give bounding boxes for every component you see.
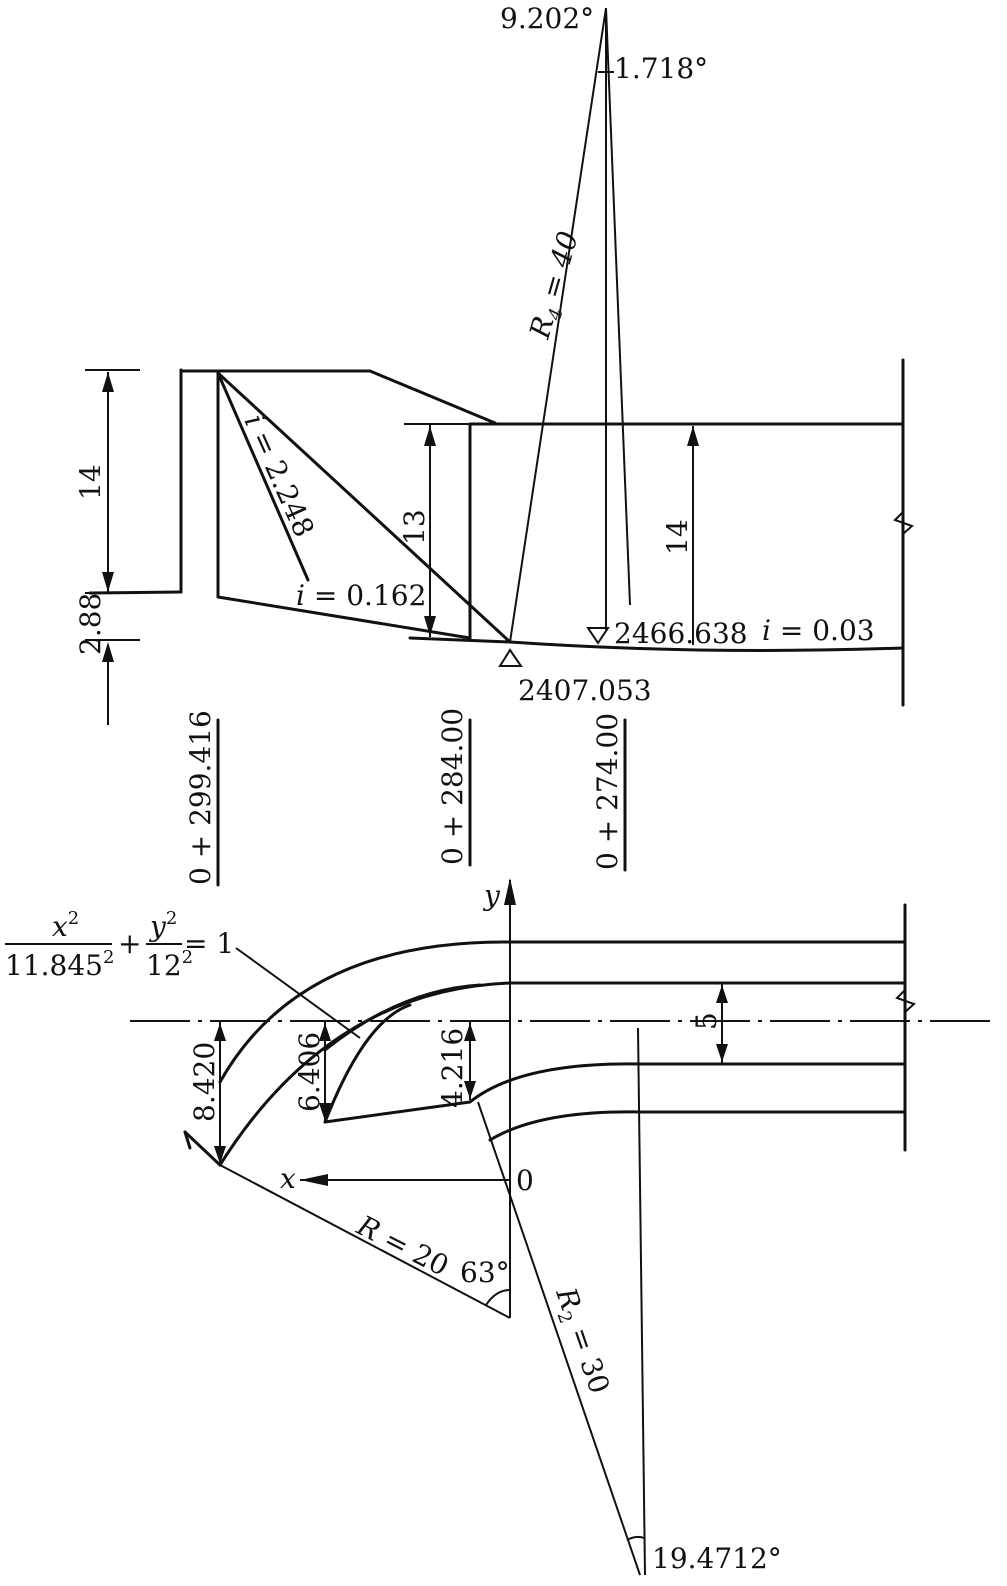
corner-edge (183, 1130, 222, 1167)
slope-line-a (216, 371, 310, 582)
elev-low-label: 2407.053 (518, 674, 652, 707)
angle-top-label: 9.202° (500, 2, 594, 35)
elev-mark-low (498, 648, 523, 667)
dim14-right-label: 14 (661, 519, 694, 555)
transition-slope (368, 369, 497, 425)
dim4216-arrow-bottom (464, 1081, 476, 1099)
dim14-left-arrow-bottom (102, 572, 114, 592)
wall-link (323, 1100, 472, 1124)
angle-bottom-arc (626, 1535, 645, 1541)
dim4216-arrow-top (464, 1023, 476, 1041)
dim6406-arrow-top (319, 1023, 331, 1041)
eq-rhs: = 1 (184, 927, 234, 960)
outer-wall-top (218, 940, 907, 1084)
x-axis-label: x (280, 1162, 296, 1195)
y-axis-label: y (482, 879, 501, 912)
dim13-arrow-top (424, 426, 436, 446)
eq-numerator-x: x2 (52, 908, 79, 943)
r4-line-right (605, 7, 631, 606)
dim288-arrow (102, 642, 114, 662)
wall-top-arc2 (323, 983, 482, 1052)
dim5-arrow-bottom (716, 1044, 728, 1062)
slope-floor-label: i = 0.162 (296, 579, 426, 612)
floor-right-curve (508, 640, 905, 652)
r2-label: R2 = 30 (545, 1283, 616, 1399)
dim8420-label: 8.420 (188, 1042, 221, 1122)
dim8420-arrow-bottom (214, 1146, 226, 1164)
origin-label: 0 (516, 1164, 534, 1197)
r20-label: R = 20 (351, 1208, 454, 1282)
r4-line-left (509, 7, 607, 643)
elev-right-label: 2466.638 (614, 617, 748, 650)
floor-mid (408, 636, 512, 644)
dim288-label: 2.88 (74, 593, 107, 655)
ellipse-equation: x2 11.8452 + y2 122 = 1 (5, 908, 234, 982)
station-2-label: 0 + 284.00 (436, 708, 469, 865)
r2-vertical (637, 1027, 646, 1576)
r4-label: R4 = 40 (523, 228, 589, 344)
station-1-label: 0 + 299.416 (184, 710, 217, 885)
elev-mark-right (586, 627, 610, 645)
eq-plus: + (118, 927, 141, 960)
dim5-arrow-top (716, 985, 728, 1003)
floor-slope (216, 595, 472, 640)
wall-bottom-2 (488, 1110, 907, 1142)
eq-denominator-2: 122 (146, 947, 193, 982)
wall-top-arc3 (323, 1003, 412, 1124)
wall-bottom-1 (468, 1062, 907, 1104)
dim4216-label: 4.216 (436, 1028, 469, 1108)
dim14-left-arrow-top (102, 372, 114, 392)
dim13-arrow-bottom (424, 616, 436, 636)
r20-line (219, 1164, 511, 1319)
dim6406-arrow-bottom (319, 1103, 331, 1121)
dim14-right-arrow-top (687, 426, 699, 446)
eq-denominator-1: 11.8452 (5, 947, 114, 982)
eq-numerator-y: y2 (148, 908, 177, 943)
angle-63-arc (485, 1289, 511, 1306)
dim14-left-label: 14 (74, 464, 107, 500)
angle-63-label: 63° (460, 1256, 510, 1289)
dim8420-arrow-top (214, 1023, 226, 1041)
dim5-label: 5 (690, 1012, 723, 1030)
x-axis-arrow (300, 1174, 328, 1186)
break-mark-upper (893, 511, 914, 535)
profile-section: 9.202° 1.718° R4 = 40 14 2.88 i = 2.248 … (74, 2, 914, 887)
y-axis-arrow (504, 878, 516, 905)
station-3-label: 0 + 274.00 (591, 713, 624, 870)
plan-section: y x 0 x2 11.8452 + y2 122 = 1 5 8.420 6.… (5, 878, 995, 1576)
break-mark-lower (895, 989, 916, 1013)
slope-line-b (216, 371, 512, 644)
angle-small-label: 1.718° (614, 52, 708, 85)
r2-line (477, 1101, 641, 1576)
angle-bottom-label: 19.4712° (652, 1542, 782, 1575)
slope-right-label: i = 0.03 (762, 614, 875, 647)
equation-leader (235, 947, 361, 1039)
dim6406-label: 6.406 (293, 1032, 326, 1112)
dim13-label: 13 (398, 509, 431, 545)
corner-tick (183, 1130, 192, 1150)
